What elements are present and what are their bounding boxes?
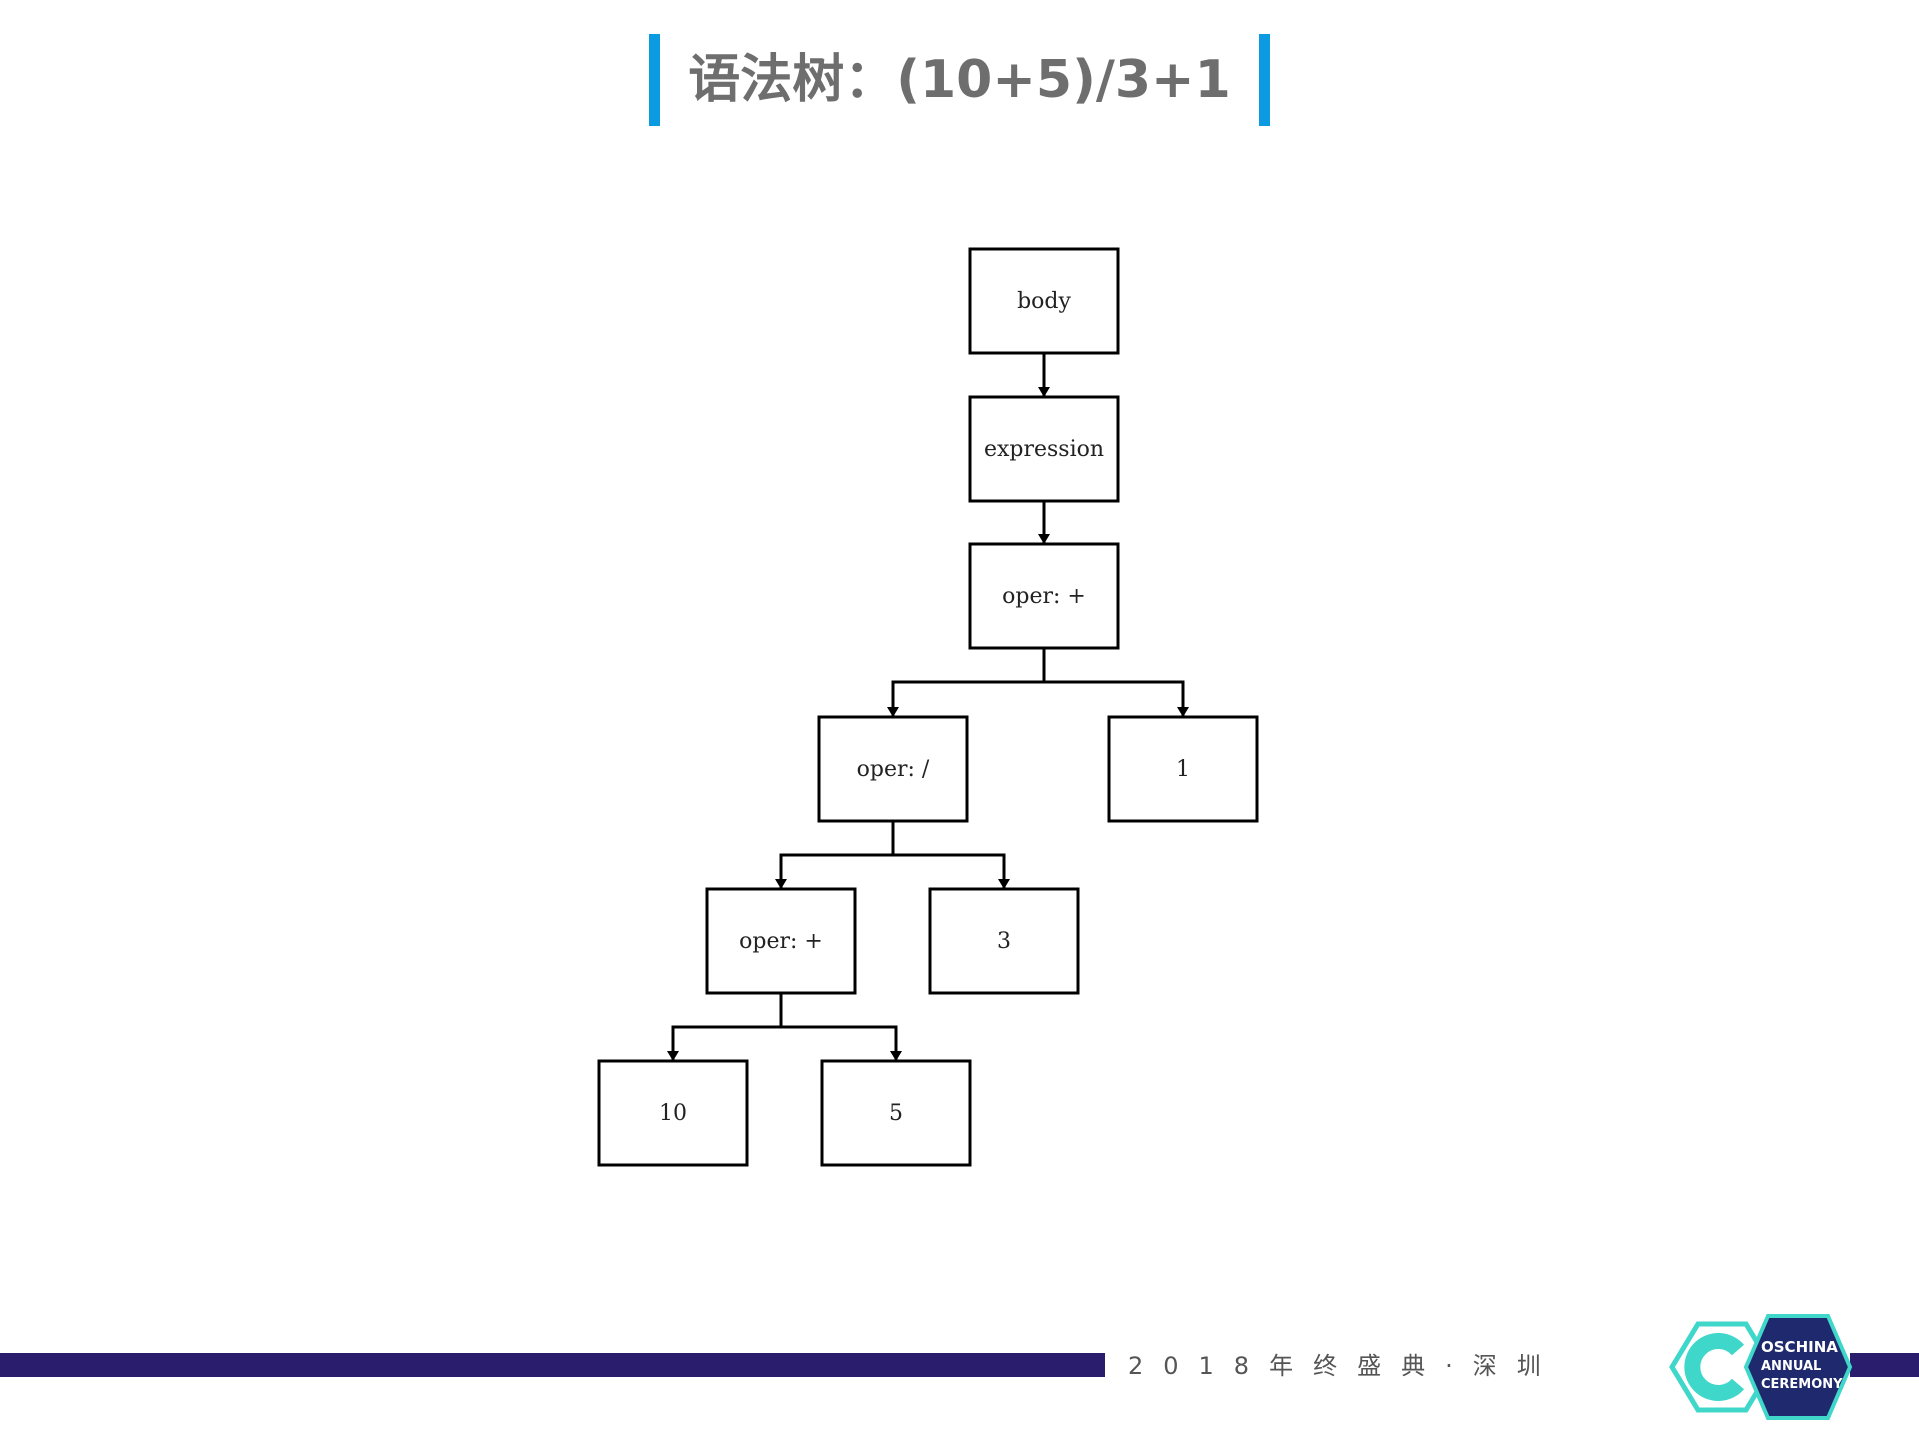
edge-oper_div-to-oper_plus_inner bbox=[775, 821, 895, 889]
edge-oper_plus_root-to-num_1 bbox=[1042, 648, 1189, 717]
tree-node-box bbox=[1107, 715, 1259, 823]
footer-event-text: 2018年终盛典·深圳 bbox=[1128, 1352, 1561, 1380]
logo-hexagon-filled bbox=[1743, 1314, 1853, 1420]
tree-node-box bbox=[705, 887, 857, 995]
slide-title-text: 语法树：(10+5)/3+1 bbox=[688, 50, 1231, 110]
letter-c-hexagon-icon bbox=[1684, 1333, 1745, 1401]
tree-node-label: oper: + bbox=[1002, 584, 1086, 609]
tree-node-num_10: 10 bbox=[597, 1059, 749, 1167]
tree-node-box bbox=[928, 887, 1080, 995]
oschina-logo: OSCHINA ANNUAL CEREMONY bbox=[1669, 1314, 1853, 1420]
tree-node-label: expression bbox=[984, 437, 1104, 462]
tree-node-label: oper: / bbox=[857, 757, 930, 782]
tree-node-label: 10 bbox=[659, 1101, 687, 1126]
tree-node-box bbox=[820, 1059, 972, 1167]
slide-title: 语法树：(10+5)/3+1 bbox=[0, 34, 1919, 126]
tree-node-label: 3 bbox=[997, 929, 1011, 954]
tree-node-label: oper: + bbox=[739, 929, 823, 954]
tree-node-num_3: 3 bbox=[928, 887, 1080, 995]
tree-node-box bbox=[597, 1059, 749, 1167]
tree-node-num_1: 1 bbox=[1107, 715, 1259, 823]
footer-band bbox=[0, 1353, 1105, 1377]
title-accent-bar-right bbox=[1258, 34, 1270, 126]
tree-node-box bbox=[968, 542, 1120, 650]
logo-line-2: ANNUAL bbox=[1761, 1359, 1821, 1374]
tree-node-label: body bbox=[1017, 289, 1071, 314]
tree-node-oper_plus_root: oper: + bbox=[968, 542, 1120, 650]
tree-node-body: body bbox=[968, 247, 1120, 355]
tree-node-box bbox=[968, 247, 1120, 355]
edge-oper_div-to-num_3 bbox=[891, 821, 1010, 889]
logo-line-1: OSCHINA bbox=[1761, 1338, 1838, 1356]
tree-nodes: body expression oper: + oper: / 1 oper: + 3 10 5 bbox=[597, 247, 1259, 1167]
edge-oper_plus_root-to-oper_div bbox=[887, 648, 1046, 717]
edge-oper_plus_inner-to-num_10 bbox=[667, 993, 783, 1061]
tree-node-oper_plus_inner: oper: + bbox=[705, 887, 857, 995]
footer-band-right bbox=[1850, 1353, 1919, 1377]
tree-node-box bbox=[968, 395, 1120, 503]
title-accent-bar-left bbox=[649, 34, 661, 126]
tree-node-num_5: 5 bbox=[820, 1059, 972, 1167]
edge-oper_plus_inner-to-num_5 bbox=[779, 993, 902, 1061]
tree-node-label: 5 bbox=[889, 1101, 903, 1126]
tree-node-oper_div: oper: / bbox=[817, 715, 969, 823]
tree-node-expression: expression bbox=[968, 395, 1120, 503]
tree-node-box bbox=[817, 715, 969, 823]
tree-edges bbox=[667, 353, 1189, 1061]
tree-node-label: 1 bbox=[1176, 757, 1190, 782]
logo-line-3: CEREMONY bbox=[1761, 1377, 1843, 1392]
